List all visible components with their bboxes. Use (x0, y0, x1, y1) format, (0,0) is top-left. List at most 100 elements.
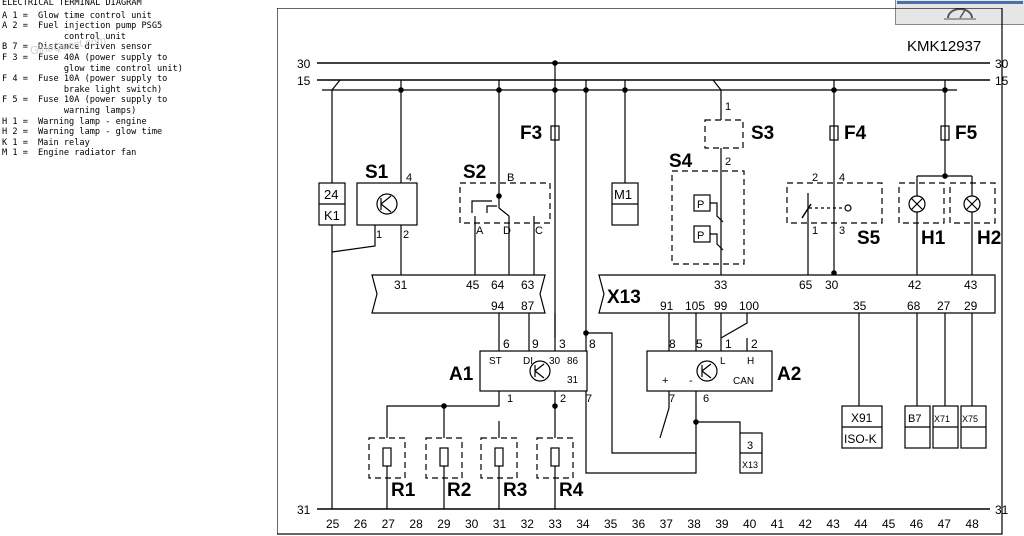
legend-text: Fuse 10A (power supply to warning lamps) (38, 95, 168, 116)
f3-label: F3 (520, 123, 542, 144)
pin-label: 42 (908, 278, 922, 292)
pin-label: 3 (839, 225, 845, 237)
pin-label: 2 (403, 229, 409, 241)
legend-item: F 3 = Fuse 40A (power supply to glow time… (2, 53, 232, 74)
pin-label: 30 (825, 278, 839, 292)
pin-label: - (689, 375, 693, 387)
pin-label: 2 (812, 172, 818, 184)
grid-number: 25 (326, 517, 340, 531)
legend-code: B 7 = (2, 42, 28, 53)
rail-15-left: 15 (297, 74, 311, 88)
x13-connector-left (371, 274, 546, 314)
pin-label: 45 (466, 278, 480, 292)
pin-label: 1 (376, 229, 382, 241)
grid-number: 36 (632, 517, 646, 531)
pin-label: 2 (725, 156, 731, 168)
legend-code: F 5 = (2, 95, 28, 106)
grid-number: 31 (493, 517, 507, 531)
pin-label: 2 (560, 393, 566, 405)
pin-label: 63 (521, 278, 535, 292)
wires-rail15 (331, 79, 946, 338)
grid-number: 26 (354, 517, 368, 531)
legend-code: A 1 = (2, 10, 28, 21)
r4-label: R4 (559, 480, 584, 501)
legend-item: M 1 = Engine radiator fan (2, 148, 232, 159)
grid-number: 46 (910, 517, 924, 531)
pin-label: P (697, 230, 704, 242)
legend-item: H 2 =Warning lamp - glow time (2, 127, 232, 138)
legend-text: Distance driven sensor (38, 42, 152, 53)
h1-lamp (898, 182, 945, 224)
pin-label: 86 (567, 356, 579, 367)
legend-code: F 3 = (2, 52, 28, 63)
grid-number: 30 (465, 517, 479, 531)
pin-label: ISO-K (844, 432, 877, 446)
pin-label: 1 (507, 393, 513, 405)
grid-number: 29 (437, 517, 451, 531)
a2-unit (646, 350, 773, 392)
legend-text: Engine radiator fan (38, 148, 137, 159)
pin-label: 31 (567, 375, 579, 386)
legend-item: A 1 =Glow time control unit (2, 11, 232, 22)
diagram-frame (277, 8, 1003, 535)
legend-code: F 4 = (2, 74, 28, 85)
r2-label: R2 (447, 480, 471, 501)
rail-30-left: 30 (297, 57, 311, 71)
grid-number: 39 (715, 517, 729, 531)
legend-code: H 1 = (2, 116, 28, 127)
pin-label: 33 (714, 278, 728, 292)
rail-31-right: 31 (995, 503, 1009, 517)
h1-label: H1 (921, 228, 946, 249)
pin-label: 7 (586, 393, 592, 405)
pin-label: 3 (747, 440, 753, 452)
legend-text: Fuse 10A (power supply to brake light sw… (38, 74, 168, 95)
legend-text: Fuel injection pump PSG5 control unit (38, 21, 163, 42)
s3-label: S3 (751, 123, 774, 144)
s4-label: S4 (669, 151, 693, 172)
pin-label: 6 (703, 393, 709, 405)
pin-label: 68 (907, 299, 921, 313)
m1-label: M1 (614, 187, 632, 202)
pin-label: X71 (934, 414, 950, 424)
k1-bottom: K1 (324, 208, 340, 223)
pin-label: 105 (685, 299, 705, 313)
x13-label: X13 (607, 287, 641, 308)
gauge-icon (944, 8, 976, 20)
legend-text: Main relay (38, 137, 90, 148)
resistors (368, 437, 574, 509)
pin-label: 9 (532, 337, 539, 351)
legend-item: H 1 =Warning lamp - engine (2, 117, 232, 128)
f4-label: F4 (844, 123, 867, 144)
pin-label: B (507, 172, 514, 184)
pin-label: 64 (491, 278, 505, 292)
fuse-f4 (829, 125, 839, 141)
legend-text: Fuse 40A (power supply to glow time cont… (38, 52, 183, 74)
grid-number: 37 (660, 517, 674, 531)
pin-label: 8 (589, 337, 596, 351)
rail-30-right: 30 (995, 57, 1009, 71)
legend-item: F 4 = Fuse 10A (power supply to brake lig… (2, 74, 232, 95)
legend-text: Warning lamp - glow time (38, 127, 163, 138)
pin-label: 27 (937, 299, 951, 313)
pin-label: 31 (394, 278, 408, 292)
pin-label: 5 (696, 337, 703, 351)
pin-label: 65 (799, 278, 813, 292)
pin-label: X91 (851, 411, 873, 425)
pin-label: 1 (725, 101, 731, 113)
pin-label: B7 (908, 413, 921, 425)
wiring-diagram: KMK12937 30 15 31 30 15 31 (277, 8, 1009, 535)
legend-code: M 1 = (2, 148, 28, 159)
pin-label: P (697, 199, 704, 211)
pin-label: 4 (839, 172, 845, 184)
pin-label: 4 (406, 172, 412, 184)
fuse-f3 (550, 125, 560, 141)
a2-label: A2 (777, 364, 801, 385)
fuse-f5 (940, 125, 950, 141)
pin-label: D (503, 225, 511, 237)
pin-label: 30 (549, 356, 561, 367)
pin-label: 1 (812, 225, 818, 237)
h2-lamp (949, 182, 996, 224)
k1-top: 24 (324, 187, 338, 202)
grid-number: 38 (687, 517, 701, 531)
grid-number: 35 (604, 517, 618, 531)
